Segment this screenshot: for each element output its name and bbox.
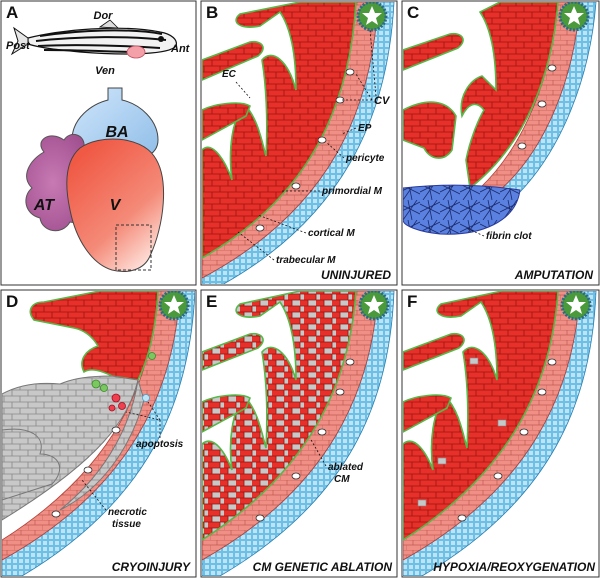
- necrotic-label-line1: necrotic: [108, 507, 147, 518]
- axis-anterior-label: Ant: [170, 43, 191, 55]
- panel-d-letter: D: [6, 292, 18, 311]
- panel-c: C fibrin clot AMPUTATION: [403, 2, 597, 282]
- coronary-vessels: [255, 2, 388, 232]
- panel-e: E ablated CM CM GENETIC ABLATION: [202, 291, 395, 576]
- axis-dorsal-label: Dor: [94, 10, 114, 22]
- ventricle: [66, 138, 164, 272]
- panel-c-caption: AMPUTATION: [514, 268, 594, 282]
- panel-b-letter: B: [206, 3, 218, 22]
- atrium-label: AT: [33, 197, 55, 214]
- panel-e-caption: CM GENETIC ABLATION: [253, 560, 393, 574]
- panel-d: D apoptosis necrotic tissue CRYOINJURY: [2, 291, 195, 576]
- fibrin-clot-label: fibrin clot: [486, 231, 532, 242]
- panel-f-caption: HYPOXIA/REOXYGENATION: [433, 560, 595, 574]
- inset-box: [115, 224, 152, 271]
- apoptotic-cells: [91, 352, 156, 412]
- trabecula-middle: [403, 101, 457, 159]
- panel-e-letter: E: [206, 292, 217, 311]
- panel-d-caption: CRYOINJURY: [112, 560, 191, 574]
- endocardium-label: EC: [222, 69, 237, 80]
- panel-b: B EC CV EP pericyte primordial M cortica…: [202, 2, 395, 284]
- healthy-myocardium: [29, 291, 159, 381]
- panel-b-caption: UNINJURED: [321, 268, 391, 282]
- trabecular-myocardium: [403, 291, 559, 541]
- zebrafish-icon: [10, 19, 177, 59]
- trabecula-upper: [202, 40, 264, 81]
- ventricle-label: V: [110, 197, 122, 214]
- cortical-myocardium-label: cortical M: [308, 228, 355, 239]
- necrotic-label-line2: tissue: [112, 519, 141, 530]
- apoptosis-label: apoptosis: [136, 439, 184, 450]
- panel-c-letter: C: [407, 3, 419, 22]
- primordial-myocardium-label: primordial M: [321, 186, 383, 197]
- coronary-vessel-label: CV: [374, 95, 391, 107]
- axis-posterior-label: Post: [6, 40, 31, 52]
- fibrin-clot: [403, 184, 521, 235]
- panel-f-letter: F: [407, 292, 417, 311]
- cortical-myocardium: [2, 291, 181, 561]
- axis-ventral-label: Ven: [95, 65, 115, 77]
- pericyte-label: pericyte: [345, 153, 385, 164]
- panel-a: A Dor Ven Post Ant BA AT V: [6, 3, 191, 272]
- zebrafish-heart: [25, 87, 164, 272]
- trabecula-upper: [403, 32, 464, 71]
- trabecula-middle: [202, 102, 251, 141]
- bulbus-arteriosus-label: BA: [105, 124, 128, 141]
- trabecular-myocardium: [202, 2, 357, 259]
- epicardium-label: EP: [358, 123, 372, 134]
- ablated-cm-label-line2: CM: [334, 474, 350, 485]
- trabecular-myocardium-label: trabecular M: [276, 255, 336, 266]
- ablated-cm-label-line1: ablated: [328, 462, 364, 473]
- panel-a-letter: A: [6, 3, 18, 22]
- panel-f: F HYPOXIA/REOXYGENATION: [403, 291, 597, 576]
- trabecular-myocardium: [460, 2, 559, 190]
- partially-ablated-myocardium: [202, 291, 357, 541]
